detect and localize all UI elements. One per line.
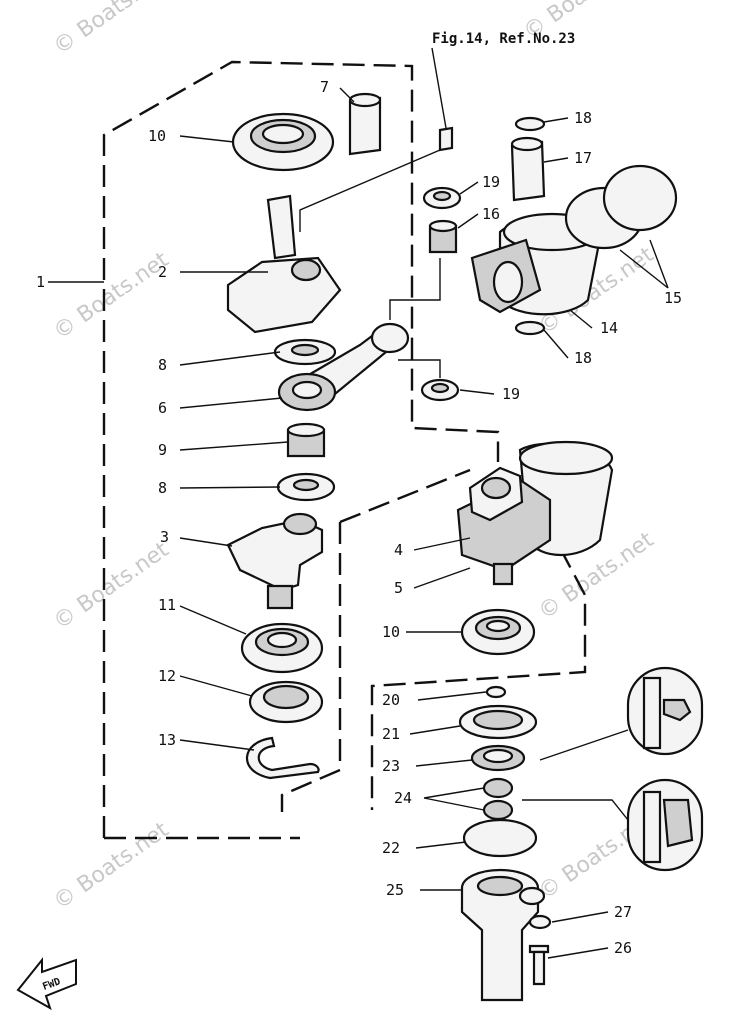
callout-11: 11 [158, 596, 176, 614]
piston-pin-17 [510, 136, 546, 202]
gasket-22 [462, 818, 538, 858]
callout-13: 13 [158, 731, 176, 749]
assembly-leader [299, 149, 441, 232]
detail-circle-top [626, 666, 704, 756]
callout-19a: 19 [482, 173, 500, 191]
piston-clip-18-top [514, 116, 546, 132]
assembly-leader [389, 258, 441, 320]
bearing-11 [240, 622, 324, 674]
watermark: © Boats.net [49, 537, 174, 635]
callout-7: 7 [320, 78, 329, 96]
thrust-washer-8-top [273, 338, 337, 366]
watermark: © Boats.net [49, 0, 174, 60]
callout-14: 14 [600, 319, 618, 337]
crank-pin-7 [348, 92, 382, 156]
fwd-arrow-icon: FWD [16, 957, 77, 1011]
piston-clip-18-bottom [514, 320, 546, 336]
callout-25: 25 [386, 881, 404, 899]
callout-19b: 19 [502, 385, 520, 403]
watermark: © Boats.net [49, 247, 174, 345]
part-23-small [438, 126, 454, 152]
piston-14 [470, 212, 602, 316]
callout-20: 20 [382, 691, 400, 709]
connecting-rod-6 [277, 322, 410, 412]
washer-27 [528, 914, 552, 930]
detail-leader-top [539, 729, 629, 761]
callout-1: 1 [36, 273, 45, 291]
callout-labels: 1 2 3 4 5 6 7 8 8 9 10 10 11 12 13 14 15… [36, 78, 682, 957]
washer-19-bottom [420, 378, 460, 402]
callout-16: 16 [482, 205, 500, 223]
detail-circle-bottom [626, 778, 704, 872]
callout-24: 24 [394, 789, 412, 807]
detail-leader-bottom [522, 799, 629, 821]
oil-seal-12 [248, 680, 324, 724]
callout-21: 21 [382, 725, 400, 743]
bearing-10-lower [460, 608, 536, 656]
callout-12: 12 [158, 667, 176, 685]
callout-26: 26 [614, 939, 632, 957]
callout-18b: 18 [574, 349, 592, 367]
callout-leaders [48, 87, 669, 959]
assembly-outline-step [339, 468, 587, 810]
crankshaft-lower-3 [226, 512, 324, 610]
callout-9: 9 [158, 441, 167, 459]
reference-note-leader [431, 47, 447, 129]
callout-15: 15 [664, 289, 682, 307]
crank-assembly-4-5 [456, 440, 614, 586]
watermark: © Boats.net [49, 817, 174, 915]
thrust-washer-8-lower [276, 472, 336, 502]
assembly-outline-main [102, 60, 500, 838]
circlip-13 [245, 736, 320, 780]
callout-10b: 10 [382, 623, 400, 641]
callout-8a: 8 [158, 356, 167, 374]
bearing-24 [482, 777, 514, 821]
callout-6: 6 [158, 399, 167, 417]
callout-2: 2 [158, 263, 167, 281]
washer-19-top [422, 186, 462, 210]
callout-10a: 10 [148, 127, 166, 145]
callout-8b: 8 [158, 479, 167, 497]
callout-5: 5 [394, 579, 403, 597]
callout-27: 27 [614, 903, 632, 921]
callout-3: 3 [160, 528, 169, 546]
seal-21 [458, 704, 538, 740]
bearing-23 [470, 744, 526, 772]
o-ring-20 [485, 685, 507, 699]
reference-note: Fig.14, Ref.No.23 [432, 31, 575, 47]
callout-18a: 18 [574, 109, 592, 127]
needle-bearing-9 [286, 422, 326, 458]
callout-17: 17 [574, 149, 592, 167]
callout-22: 22 [382, 839, 400, 857]
piston-rings-15 [564, 164, 678, 250]
callout-23: 23 [382, 757, 400, 775]
callout-4: 4 [394, 541, 403, 559]
crankshaft-upper-2 [226, 194, 342, 334]
bolt-26 [528, 944, 550, 986]
bearing-10-top [231, 112, 335, 172]
assembly-leader [398, 359, 441, 378]
housing-25 [460, 868, 546, 1002]
needle-bearing-16 [428, 219, 458, 254]
